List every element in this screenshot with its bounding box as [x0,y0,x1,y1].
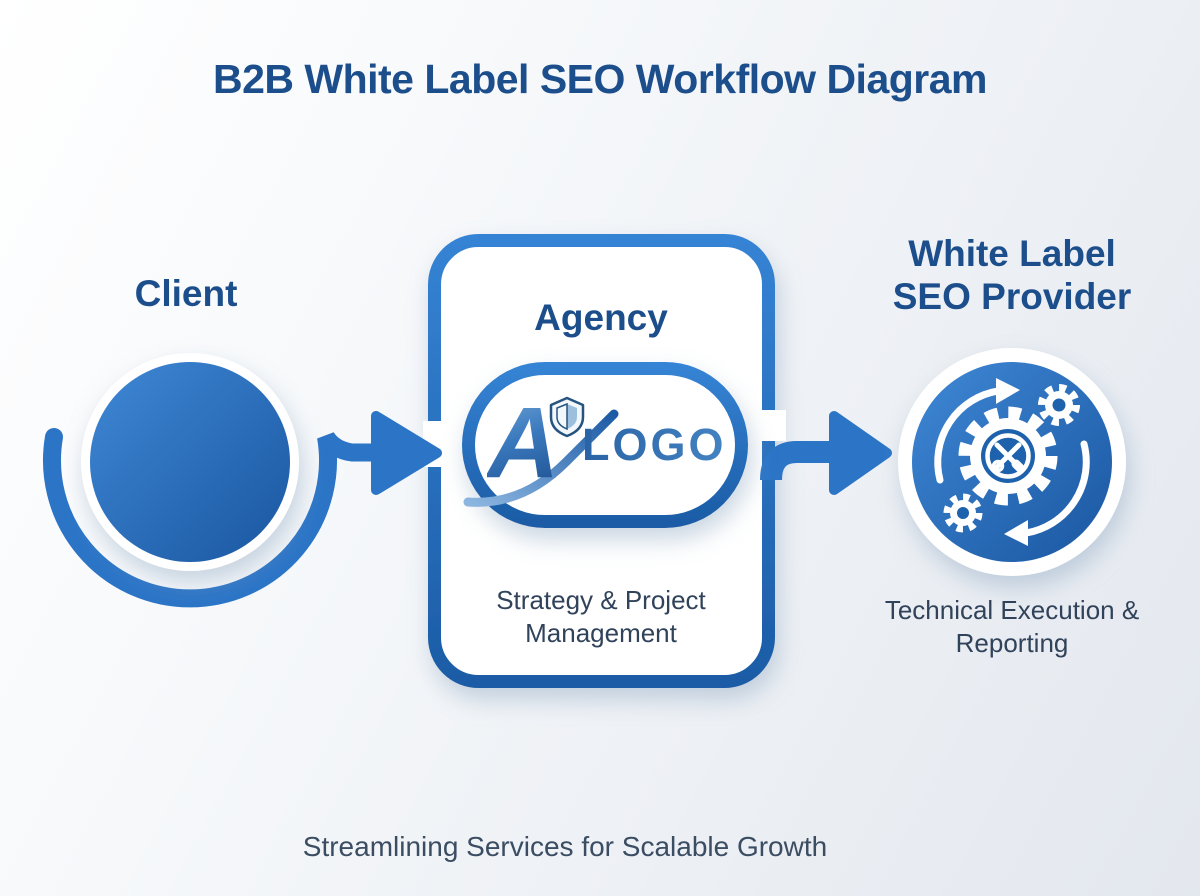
arrow-agency-to-provider [760,411,892,495]
page-title: B2B White Label SEO Workflow Diagram [212,56,988,102]
agency-description: Strategy & Project Management [496,585,706,649]
provider-description: Technical Execution & Reporting [884,595,1140,659]
logo-shield-icon [549,396,585,438]
client-node [81,353,299,571]
gears-tools-sync-icon [934,378,1090,546]
logo-wordmark: LOGO [582,419,727,470]
provider-label: White Label SEO Provider [892,233,1132,318]
logo-swoosh [463,409,619,507]
provider-node [898,348,1126,576]
client-label: Client [134,273,238,314]
diagram-caption: Streamlining Services for Scalable Growt… [302,831,828,862]
agency-label: Agency [534,297,668,338]
arrow-client-to-agency [43,411,442,608]
logo-letter-a: A [487,387,560,499]
